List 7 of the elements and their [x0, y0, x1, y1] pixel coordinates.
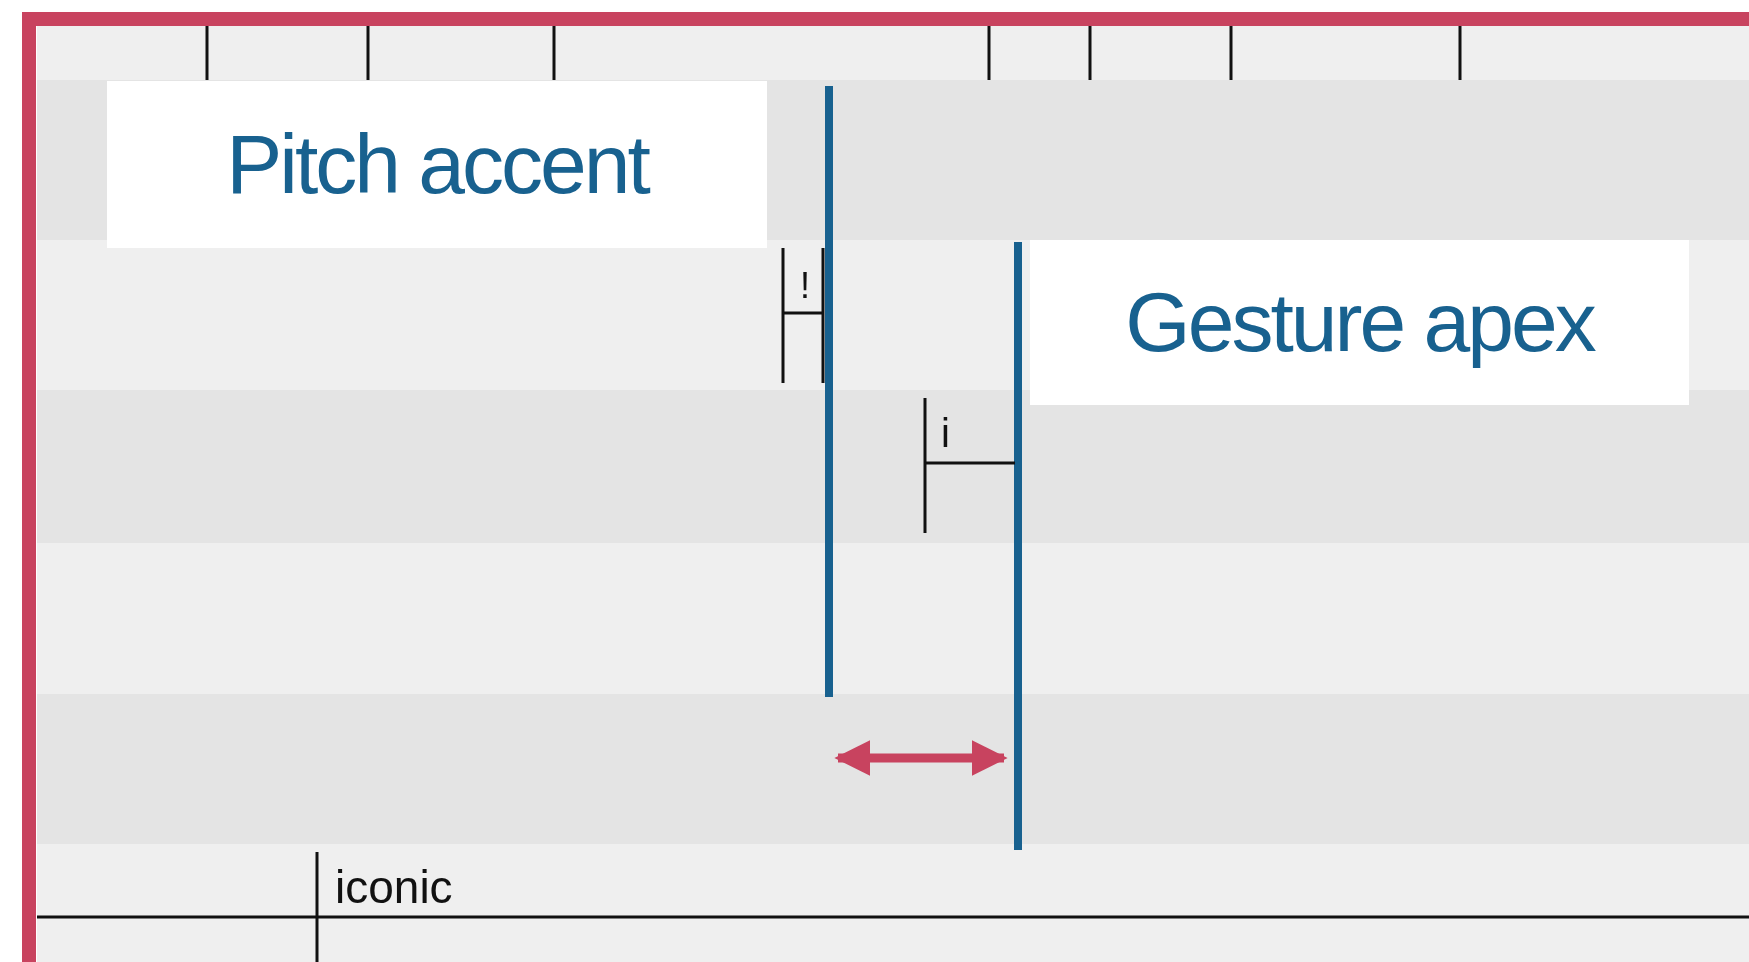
annotation-mark: i — [941, 413, 950, 453]
annotation-text: iconic — [335, 864, 453, 910]
event-label: Pitch accent — [226, 116, 648, 213]
label-box — [107, 81, 767, 248]
annotation-mark: ! — [800, 268, 810, 304]
event-label: Gesture apex — [1125, 274, 1594, 371]
label-box — [1030, 240, 1689, 405]
